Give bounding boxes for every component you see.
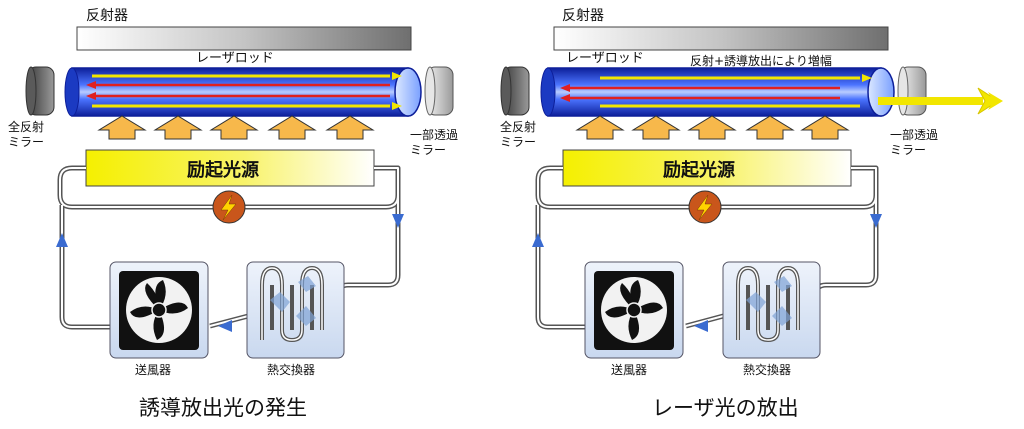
pump-arrow-icon: [325, 115, 375, 140]
flow-arrow-icon: [56, 233, 68, 247]
reflector-label: 反射器: [562, 8, 604, 24]
caption-stimulated-emission: 誘導放出光の発生: [139, 396, 307, 420]
fan-icon: [109, 261, 209, 359]
heat-exchanger-label: 熱交換器: [267, 363, 316, 377]
excitation-light-source: [562, 149, 852, 187]
partial-transmission-mirror-label: 一部透過 ミラー: [890, 128, 939, 157]
full-reflection-mirror-label: 全反射 ミラー: [8, 120, 45, 149]
fan-icon: [584, 261, 684, 359]
laser-rod-label: レーザロッド: [566, 51, 644, 66]
reflector-bar: [76, 26, 412, 51]
pump-arrows: [97, 115, 375, 140]
panel-right: [500, 26, 1003, 359]
excitation-source-label: 励起光源: [663, 160, 735, 181]
blower-label: 送風器: [611, 363, 648, 377]
panel-left: [25, 26, 454, 359]
laser-rod-label: レーザロッド: [196, 51, 274, 66]
stimulated-emission-beams: [86, 72, 402, 110]
full-reflection-mirror-label: 全反射 ミラー: [500, 120, 537, 149]
excitation-source-label: 励起光源: [187, 160, 259, 181]
flow-arrow-icon: [532, 233, 544, 247]
pump-arrow-icon: [800, 115, 850, 140]
pump-arrow-icon: [575, 115, 625, 140]
reflector-bar: [553, 26, 889, 51]
reflector-label: 反射器: [86, 8, 128, 24]
pump-arrow-icon: [687, 115, 737, 140]
pump-arrow-icon: [153, 115, 203, 140]
partial-transmission-mirror-icon: [424, 66, 454, 116]
pump-arrow-icon: [209, 115, 259, 140]
pump-arrows: [575, 115, 850, 140]
flow-arrow-icon: [218, 320, 232, 332]
heat-exchanger-label: 熱交換器: [743, 363, 792, 377]
blower-label: 送風器: [135, 363, 172, 377]
laser-rod: [64, 67, 422, 117]
heat-exchanger-coil-icon: [246, 261, 345, 359]
flow-arrow-icon: [694, 320, 708, 332]
full-reflection-mirror-icon: [25, 66, 55, 116]
lightning-icon: [688, 190, 722, 224]
full-reflection-mirror-icon: [500, 66, 530, 116]
laser-output-arrow-icon: [878, 87, 1003, 115]
partial-transmission-mirror-icon: [897, 66, 927, 116]
flow-arrow-icon: [392, 214, 404, 228]
heat-exchanger-coil-icon: [722, 261, 821, 359]
laser-rod: [540, 67, 895, 117]
flow-arrow-icon: [870, 214, 882, 228]
lightning-icon: [212, 190, 246, 224]
pump-arrow-icon: [97, 115, 147, 140]
pump-arrow-icon: [745, 115, 795, 140]
partial-transmission-mirror-label: 一部透過 ミラー: [410, 128, 459, 157]
amplified-beams: [560, 74, 872, 108]
pump-arrow-icon: [631, 115, 681, 140]
caption-laser-emission: レーザ光の放出: [652, 396, 799, 420]
amplification-annotation: 反射+誘導放出により増幅: [690, 54, 832, 68]
pump-arrow-icon: [267, 115, 317, 140]
